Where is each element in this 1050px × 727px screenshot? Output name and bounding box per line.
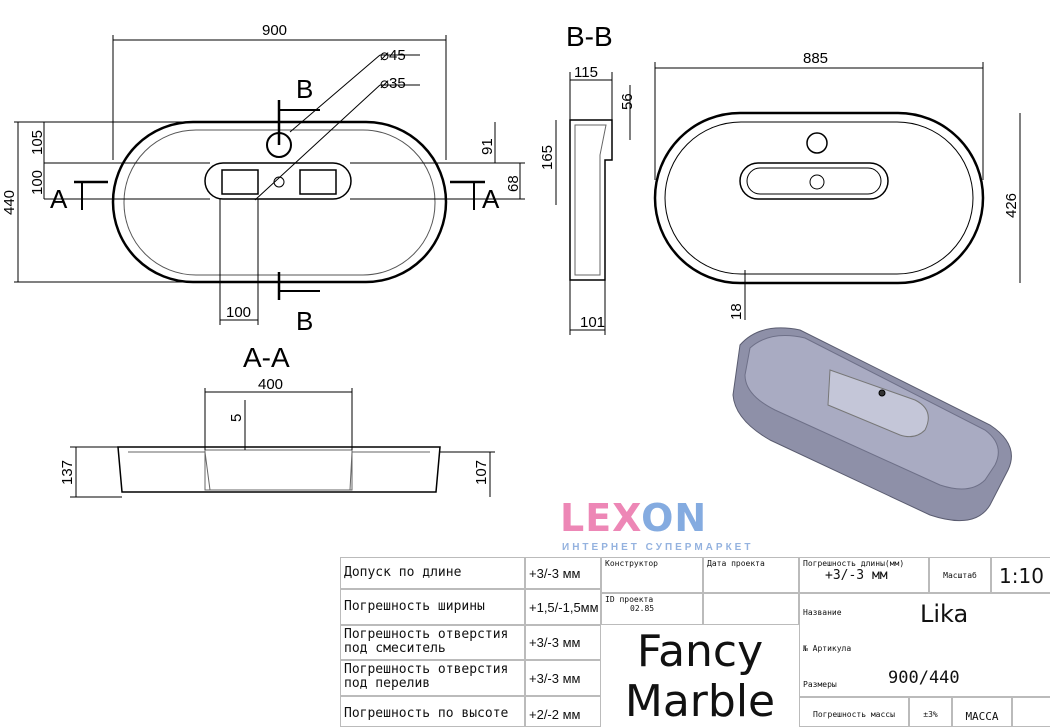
technical-drawing: 900 ⌀45 ⌀35 B B A A 105 100 440 91 68 10…	[1, 21, 1021, 522]
constructor-label: Конструктор	[601, 557, 703, 593]
brand-line-1: Fancy	[636, 626, 764, 677]
dim-440: 440	[1, 190, 18, 215]
top-view	[14, 35, 525, 325]
project-id: 02.85	[630, 604, 655, 613]
name-value: Lika	[920, 600, 969, 628]
dim-426: 426	[1003, 193, 1020, 218]
section-marker-a-left: A	[50, 184, 68, 214]
brand-logo-text: Fancy Marble	[601, 625, 799, 727]
row-value: +2/-2 мм	[525, 696, 601, 727]
scale-value: 1:10	[991, 557, 1050, 593]
watermark-subtitle: ИНТЕРНЕТ СУПЕРМАРКЕТ	[562, 542, 754, 553]
dim-107: 107	[473, 460, 490, 485]
mass-value-cell	[1012, 697, 1050, 727]
row-value: +3/-3 мм	[525, 557, 601, 589]
project-id-cell: ID проекта 02.85	[601, 593, 703, 625]
row-label: Погрешность отверстия под перелив	[340, 660, 525, 696]
size-label: Размеры	[803, 680, 837, 689]
section-bb-title: B-B	[566, 21, 613, 52]
mass-tol-value: ±3%	[909, 697, 952, 727]
length-tol-label: Погрешность длины(мм)	[803, 559, 905, 568]
section-aa-title: A-A	[243, 342, 290, 373]
row-value: +3/-3 мм	[525, 625, 601, 660]
section-marker-b-top: B	[296, 74, 313, 104]
section-bb-drawing	[555, 72, 631, 335]
section-aa-drawing	[70, 388, 495, 498]
dim-100-bottom: 100	[226, 304, 251, 321]
row-value: +1,5/-1,5мм	[525, 589, 601, 625]
mass-label: МАССА	[952, 697, 1012, 727]
info-cell: Название Lika № Артикула Размеры 900/440	[799, 593, 1050, 697]
dim-137: 137	[59, 460, 76, 485]
dim-18: 18	[728, 303, 745, 320]
dim-68: 68	[505, 175, 522, 192]
length-tol-value: +3/-3 мм	[825, 568, 888, 583]
dim-400: 400	[258, 376, 283, 393]
row-label: Погрешность отверстия под смеситель	[340, 625, 525, 660]
sink-3d-render	[732, 327, 1012, 522]
dim-105: 105	[29, 130, 46, 155]
row-value: +3/-3 мм	[525, 660, 601, 696]
dim-101: 101	[580, 314, 605, 331]
bottom-view	[653, 62, 1021, 320]
row-label: Погрешность ширины	[340, 589, 525, 625]
dim-100-left: 100	[29, 170, 46, 195]
mass-tol-label: Погрешность массы	[799, 697, 909, 727]
dim-56: 56	[619, 93, 636, 110]
row-label: Погрешность по высоте	[340, 696, 525, 727]
section-marker-b-bottom: B	[296, 306, 313, 336]
length-tol-cell: Погрешность длины(мм) +3/-3 мм	[799, 557, 929, 593]
scale-label: Масштаб	[929, 557, 991, 593]
dim-885: 885	[803, 50, 828, 67]
section-marker-a-right: A	[482, 184, 500, 214]
lexon-watermark: LEXON	[560, 496, 708, 540]
date-label: Дата проекта	[703, 557, 799, 593]
dim-165: 165	[539, 145, 556, 170]
project-id-label: ID проекта	[605, 595, 654, 604]
title-block: Допуск по длине +3/-3 мм Погрешность шир…	[340, 557, 1050, 727]
dim-900: 900	[262, 22, 287, 39]
brand-line-2: Marble	[624, 676, 776, 727]
name-label: Название	[803, 608, 842, 617]
dim-5: 5	[228, 414, 245, 422]
dim-hole-45: ⌀45	[380, 47, 406, 64]
dim-91: 91	[479, 138, 496, 155]
size-value: 900/440	[888, 668, 960, 688]
article-label: № Артикула	[803, 644, 852, 653]
row-label: Допуск по длине	[340, 557, 525, 589]
dim-hole-35: ⌀35	[380, 75, 406, 92]
dim-115: 115	[574, 64, 598, 81]
empty-cell	[703, 593, 799, 625]
